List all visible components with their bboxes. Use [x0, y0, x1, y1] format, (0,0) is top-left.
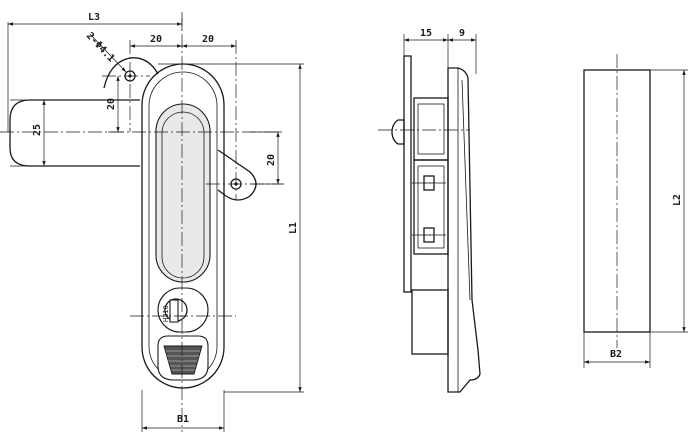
dim-right-20-label: 20 [266, 154, 277, 166]
handle-slot-inner [161, 111, 205, 279]
dim-l3-label: L3 [88, 12, 100, 23]
handle-slot [155, 103, 211, 283]
dim-l1-label: L1 [288, 222, 299, 234]
lower-mounting-ear [217, 149, 257, 201]
dim-hole-label: 2-Φ4.1 [84, 31, 117, 65]
hole-leader-line [89, 33, 127, 73]
side-mechanism-lower [413, 159, 449, 255]
side-lock-housing [411, 289, 449, 355]
dim-15-label: 15 [420, 28, 432, 39]
dim-top-left-20-label: 20 [150, 34, 162, 45]
side-mechanism-lower-inner [417, 165, 445, 249]
dim-b2-label: B2 [610, 349, 622, 360]
front-view: H210 [0, 12, 304, 432]
dim-top-right-20-label: 20 [202, 34, 214, 45]
upper-mounting-ear [103, 57, 159, 89]
side-mechanism-upper [413, 97, 449, 161]
lever-arm-outline [9, 99, 140, 167]
side-mechanism-upper-inner [417, 103, 445, 155]
dim-vertical-20-label: 20 [106, 98, 117, 110]
dim-l2-label: L2 [672, 194, 683, 206]
end-view: L2 B2 [583, 54, 688, 368]
side-body-curve-line [461, 79, 471, 301]
side-view: 15 9 [378, 28, 481, 393]
dim-b1-label: B1 [177, 414, 189, 425]
dim-25-label: 25 [32, 124, 43, 136]
side-mounting-plate [403, 55, 412, 293]
key-slot [169, 299, 179, 323]
dim-9-label: 9 [459, 28, 465, 39]
side-body-profile [447, 67, 481, 393]
grip-pad [163, 345, 203, 375]
key-code-label: H210 [162, 305, 170, 322]
side-knob [391, 119, 405, 145]
grip-ribs [166, 350, 200, 371]
front-extension-lines [7, 18, 304, 432]
